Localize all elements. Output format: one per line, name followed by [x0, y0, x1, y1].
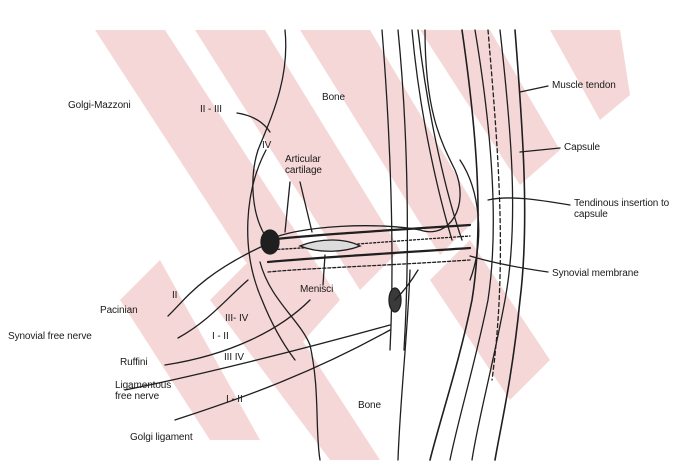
- label-tendinous-insertion: Tendinous insertion to capsule: [574, 198, 689, 220]
- label-golgi-ligament-types: I - II: [226, 394, 243, 405]
- label-synovial-free-nerve: Synovial free nerve: [8, 331, 92, 342]
- label-ligamentous-free-nerve: Ligamentous free nerve: [115, 380, 185, 402]
- label-pacinian: Pacinian: [100, 305, 138, 316]
- label-golgi-mazzoni: Golgi-Mazzoni: [68, 100, 131, 111]
- label-bone-bottom: Bone: [358, 400, 381, 411]
- label-pacinian-type: II: [172, 290, 177, 301]
- label-type-iii-iv: III- IV: [225, 313, 248, 324]
- label-golgi-ligament: Golgi ligament: [130, 432, 193, 443]
- label-capsule: Capsule: [564, 142, 600, 153]
- label-articular-cartilage: Articular cartilage: [285, 154, 355, 176]
- label-menisci: Menisci: [300, 284, 333, 295]
- label-synovial-membrane: Synovial membrane: [552, 268, 639, 279]
- diagram-stroke: [550, 30, 630, 120]
- diagram-stroke: [430, 240, 550, 400]
- label-bone-top: Bone: [322, 92, 345, 103]
- label-muscle-tendon: Muscle tendon: [552, 80, 616, 91]
- label-golgi-mazzoni-types: II - III: [200, 104, 222, 115]
- label-type-iv-upper: IV: [262, 140, 271, 151]
- label-type-iii-iv-ligament: III IV: [224, 352, 244, 363]
- leader-tendinous-insertion: [488, 198, 570, 205]
- label-ruffini: Ruffini: [120, 357, 147, 368]
- pacinian-receptor: [261, 230, 279, 254]
- label-ruffini-type: I - II: [212, 331, 229, 342]
